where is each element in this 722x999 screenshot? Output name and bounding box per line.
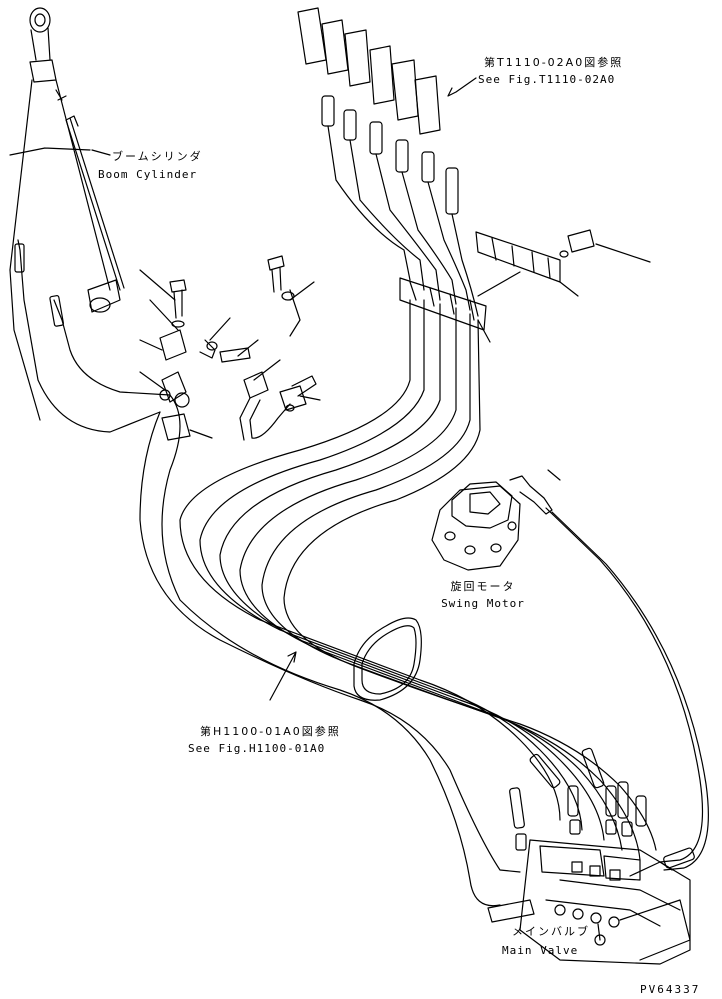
ref-mid-arrow <box>269 651 297 701</box>
clamp-leader-lines <box>139 269 321 439</box>
main-valve-leader-line <box>597 923 601 941</box>
swing-motor-label-en: Swing Motor <box>441 597 525 610</box>
ref-top-arrow <box>447 77 477 97</box>
hose-holder <box>399 229 651 343</box>
main-valve-label-ja: メインバルブ <box>512 925 590 938</box>
boom-cylinder-hoses <box>14 239 171 433</box>
swing-motor <box>431 469 561 571</box>
swing-motor-hose <box>545 507 704 863</box>
hose-band <box>353 617 422 701</box>
boom-cylinder <box>9 7 125 421</box>
ref-mid-label-en: See Fig.H1100-01A0 <box>188 742 326 755</box>
ref-top-label-ja: 第T1110-02A0図参照 <box>484 56 624 69</box>
boom-cylinder-label-ja: ブームシリンダ <box>112 150 203 163</box>
boom-cylinder-leader-line <box>9 147 111 156</box>
swing-motor-hose-2 <box>551 511 709 871</box>
long-hoses <box>139 299 657 907</box>
ref-mid-label-ja: 第H1100-01A0図参照 <box>200 725 341 738</box>
main-valve-label-en: Main Valve <box>502 944 579 957</box>
boom-cylinder-label-en: Boom Cylinder <box>98 168 198 181</box>
ref-top-label-en: See Fig.T1110-02A0 <box>478 73 616 86</box>
drawing-number: PV64337 <box>640 983 701 996</box>
upper-hose-bundle <box>297 7 479 317</box>
swing-motor-label-ja: 旋回モータ <box>450 580 516 593</box>
clamp-bolt-group <box>159 255 317 441</box>
main-valve <box>487 747 695 965</box>
